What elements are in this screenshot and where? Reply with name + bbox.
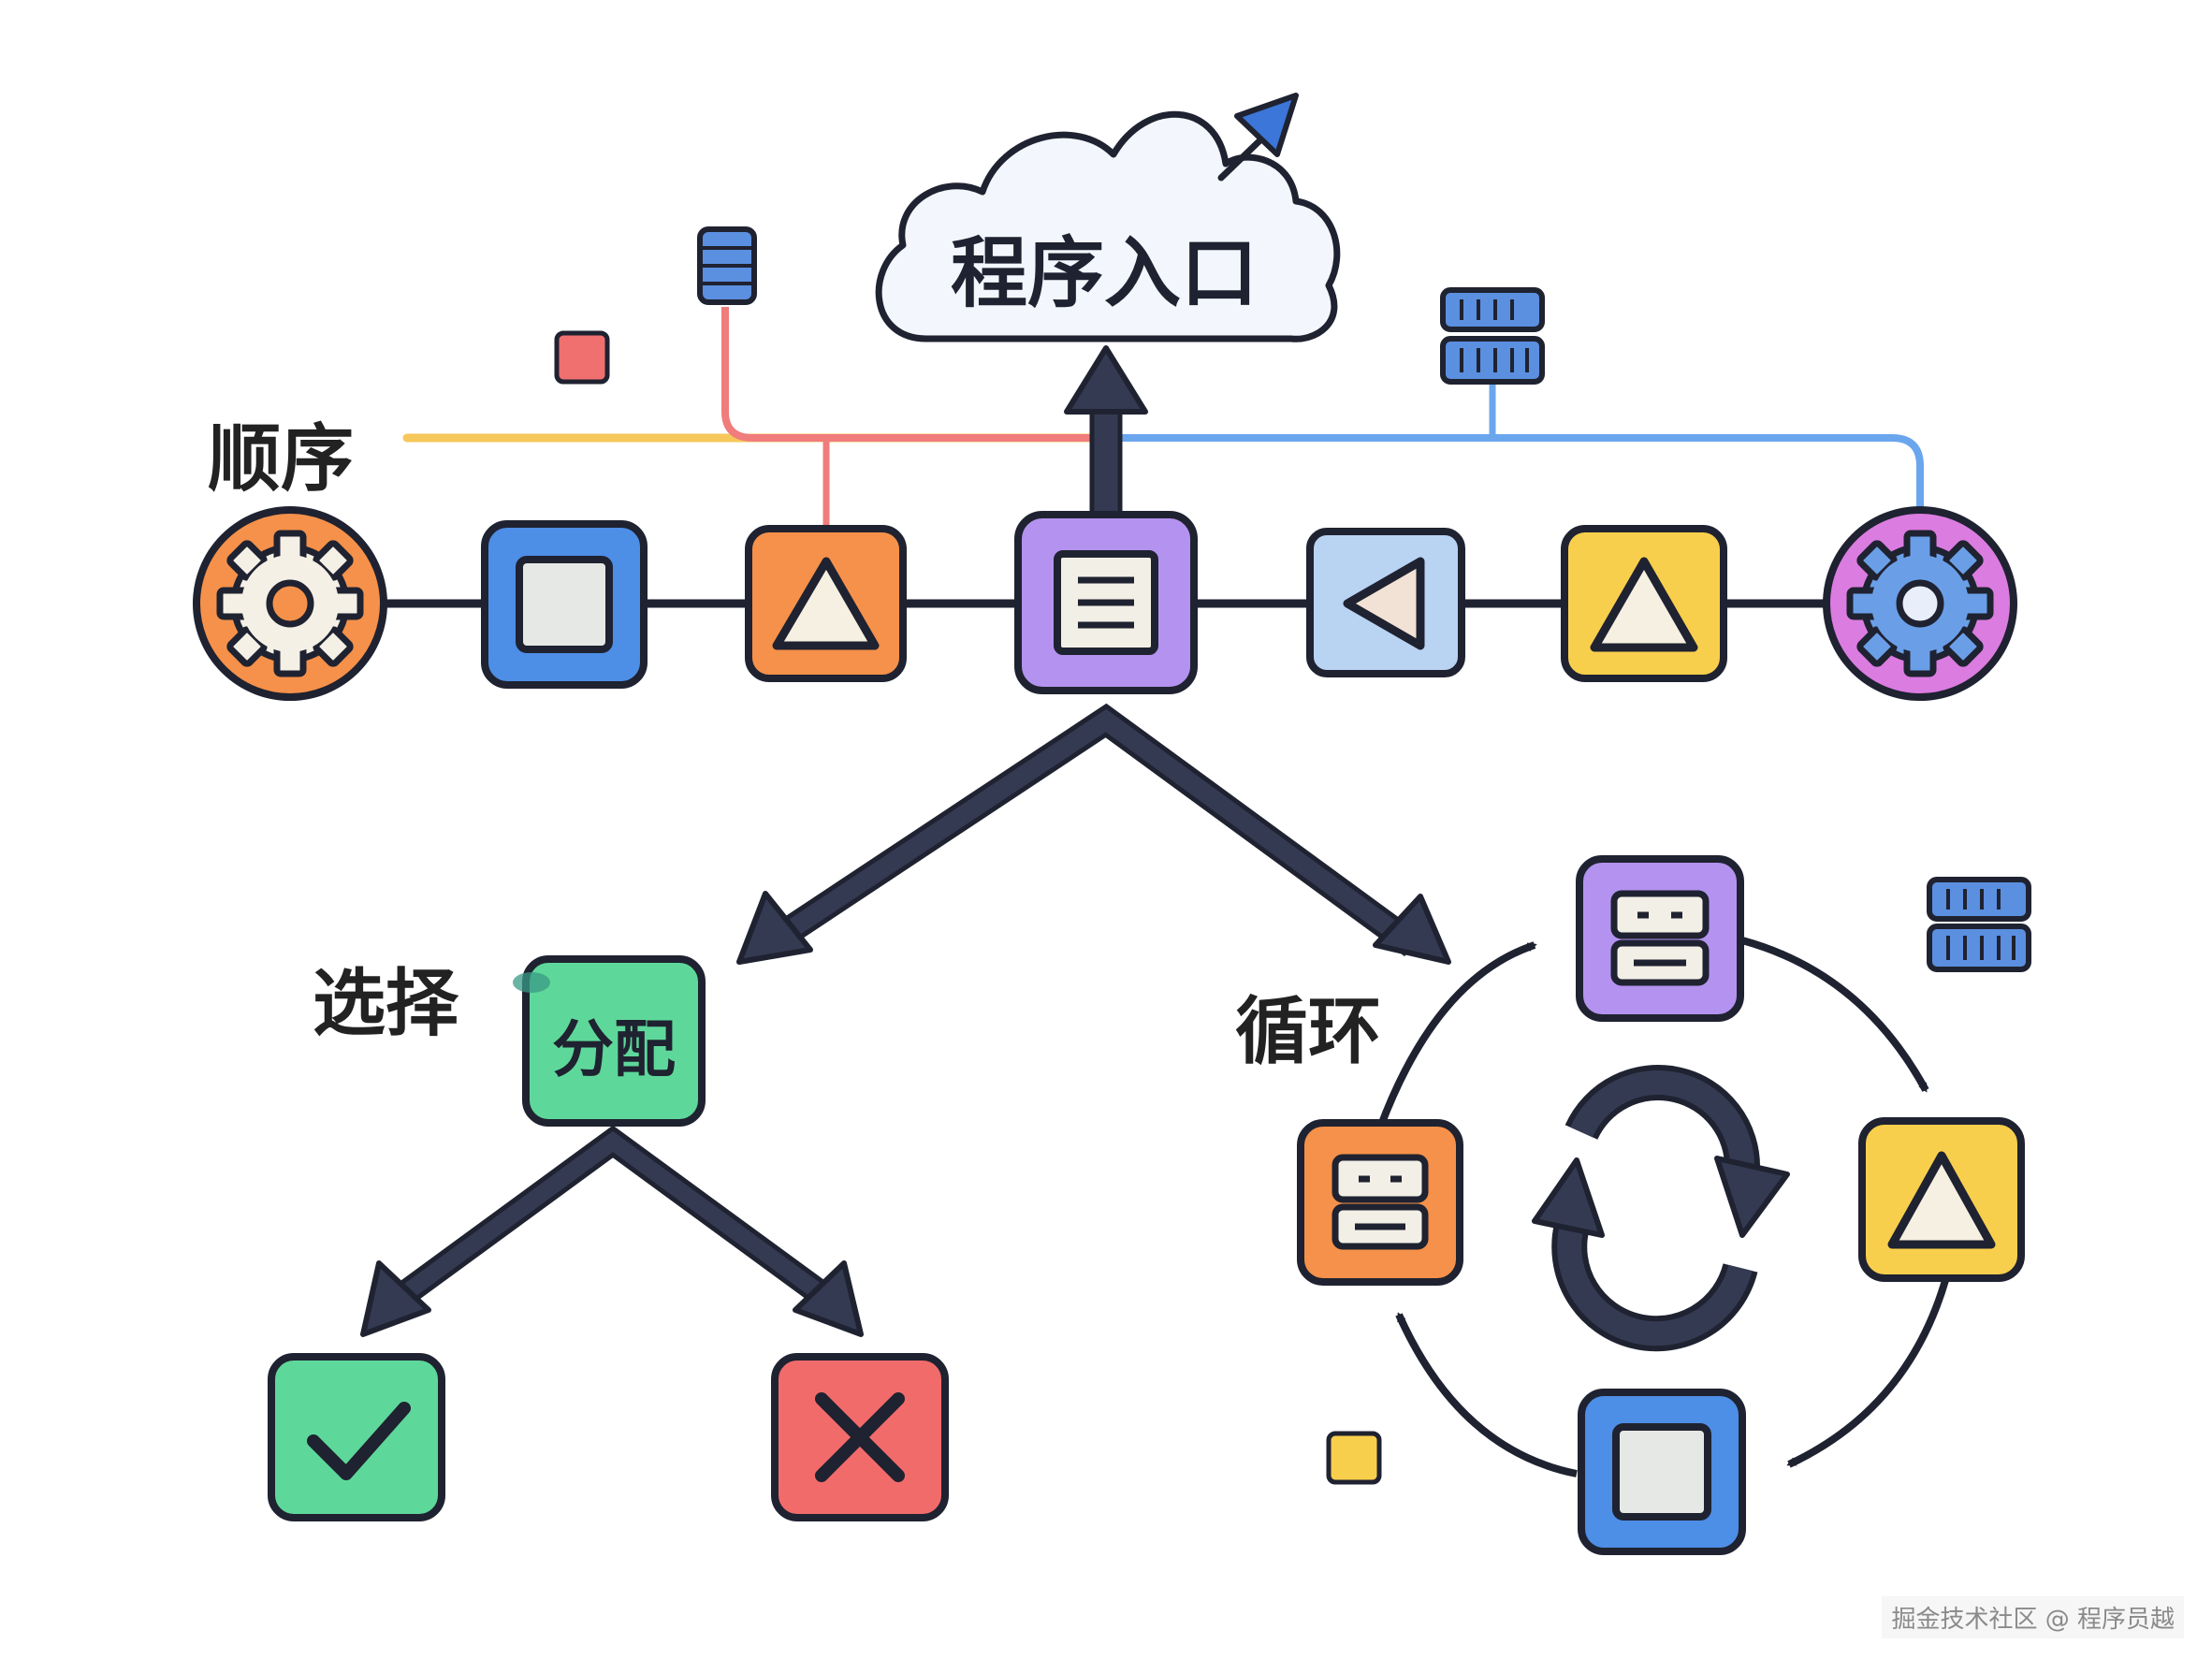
- play-back-icon: [1343, 557, 1425, 650]
- triangle-icon: [772, 557, 880, 650]
- server-node: [1297, 1119, 1463, 1286]
- loop-label: 循环: [1235, 990, 1382, 1074]
- yellow-square-deco: [1326, 1431, 1382, 1485]
- red-square-deco: [554, 330, 610, 385]
- bus-lines: [402, 307, 1924, 529]
- check-icon: [307, 1402, 411, 1480]
- entry-label: 程序入口: [950, 229, 1258, 318]
- loop-arrows: [1376, 937, 1950, 1477]
- decision-arrows: [385, 1125, 841, 1314]
- cross-node: [771, 1353, 949, 1521]
- cross-icon: [815, 1392, 905, 1482]
- gear-icon: [216, 530, 364, 677]
- arrow-head-left: [736, 891, 813, 965]
- triangle-icon: [1590, 557, 1698, 652]
- upload-arrow-icon: [1217, 93, 1299, 182]
- square-icon: [516, 556, 613, 653]
- square-node: [1578, 1389, 1746, 1555]
- up-arrow: [1064, 345, 1148, 517]
- database-icon: [697, 226, 757, 305]
- server-rack-icon: [1440, 287, 1545, 385]
- triangle-icon: [1887, 1151, 1996, 1249]
- blue-line: [1104, 434, 1924, 513]
- server-node: [1576, 855, 1744, 1022]
- refresh-icon: [1532, 1065, 1790, 1352]
- square-node: [481, 520, 648, 689]
- server-icon: [1332, 1154, 1429, 1250]
- gear-icon: [1846, 530, 1994, 677]
- watermark: 掘金技术社区 @ 程序员越: [1882, 1596, 2184, 1638]
- arrow-head-left: [360, 1260, 431, 1337]
- triangle-node: [1858, 1117, 2025, 1282]
- assign-node: [513, 955, 706, 1127]
- gear-node: [193, 506, 387, 701]
- select-label: 选择: [313, 962, 459, 1046]
- document-icon: [1054, 550, 1158, 655]
- server-icon: [1610, 890, 1710, 986]
- assign-label: 分配: [552, 1013, 676, 1085]
- gear-node: [1823, 506, 2017, 701]
- arrow-head-right: [793, 1260, 864, 1337]
- play-back-node: [1306, 528, 1465, 677]
- triangle-node: [1561, 525, 1727, 682]
- branch-arrows: [759, 703, 1421, 957]
- server-rack-icon: [1927, 877, 2031, 972]
- square-icon: [1612, 1423, 1711, 1521]
- red-line: [721, 307, 1104, 442]
- cloud-entry-node: [875, 110, 1341, 342]
- triangle-node: [745, 525, 907, 682]
- check-node: [268, 1353, 445, 1521]
- arrow-head-right: [1373, 894, 1451, 965]
- sequence-label: 顺序: [208, 417, 355, 502]
- document-node: [1014, 511, 1198, 694]
